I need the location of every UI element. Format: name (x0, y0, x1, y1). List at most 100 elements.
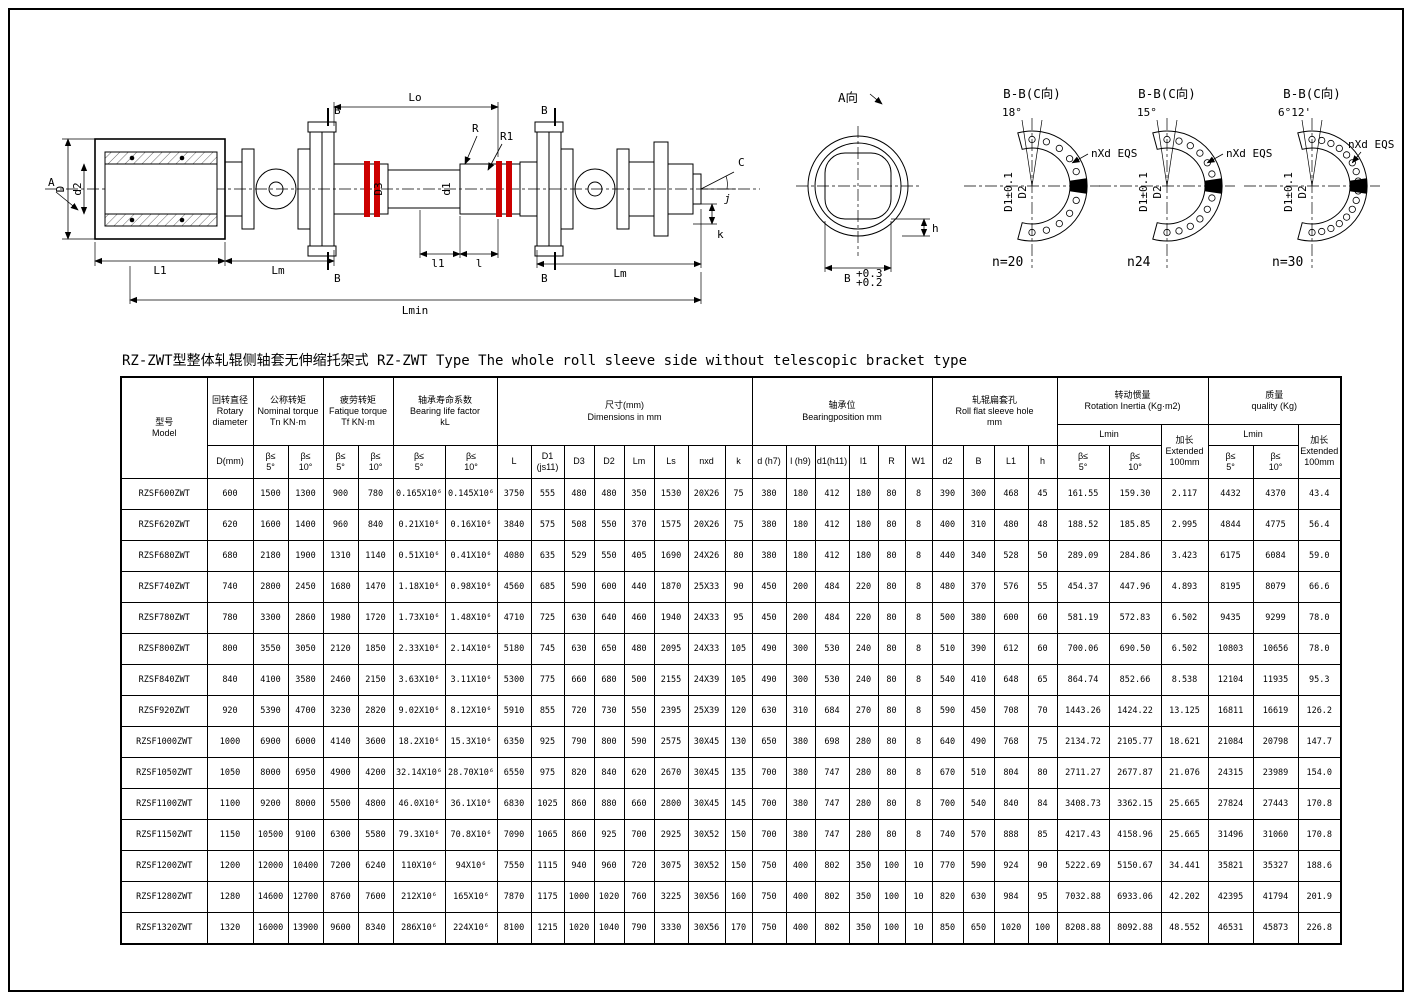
section-title: B-B(C向) (1003, 86, 1061, 101)
value-cell: 550 (593, 509, 625, 541)
value-cell: 10500 (252, 819, 289, 851)
value-cell: 925 (593, 819, 625, 851)
fatigue-torque-group-header: 疲劳转矩 Fatique torque Tf KN·m (322, 376, 394, 446)
col-header-R: R (877, 445, 906, 479)
value-cell: 4158.96 (1108, 819, 1162, 851)
value-cell: 220 (848, 571, 879, 603)
technical-drawing: A D d2 L1 Lm B B Lo R (45, 86, 1394, 317)
value-cell: 10803 (1207, 633, 1254, 665)
value-cell: 380 (785, 757, 816, 789)
value-cell: 925 (530, 726, 565, 758)
value-cell: 201.9 (1297, 881, 1342, 913)
value-cell: 630 (563, 633, 595, 665)
value-cell: 8 (904, 664, 933, 696)
value-cell: 440 (931, 540, 964, 572)
dim-D2: D2 (1151, 185, 1164, 198)
dim-B-flat: B (844, 272, 851, 285)
col-header-l1: l1 (848, 445, 879, 479)
value-cell: 447.96 (1108, 571, 1162, 603)
value-cell: 4217.43 (1056, 819, 1110, 851)
a-view-title: A向 (838, 90, 858, 105)
value-cell: 23989 (1252, 757, 1299, 789)
bolt-hole (1066, 209, 1074, 217)
value-cell: 370 (623, 509, 655, 541)
value-cell: 180 (785, 540, 816, 572)
col-header-W1: W1 (904, 445, 933, 479)
value-cell: 25X39 (687, 695, 726, 727)
value-cell: 6000 (287, 726, 324, 758)
value-cell: 59.0 (1297, 540, 1342, 572)
value-cell: 18.621 (1160, 726, 1209, 758)
value-cell: 30X52 (687, 819, 726, 851)
value-cell: 780 (357, 478, 394, 510)
value-cell: 4700 (287, 695, 324, 727)
value-cell: 6350 (496, 726, 532, 758)
value-cell: 27443 (1252, 788, 1299, 820)
value-cell: 226.8 (1297, 912, 1342, 945)
col-header-Lm: Lm (623, 445, 655, 479)
value-cell: 6084 (1252, 540, 1299, 572)
col-header-beta5-nominal: β≤ 5° (252, 445, 289, 479)
value-cell: 570 (962, 819, 995, 851)
value-cell: 700 (751, 757, 787, 789)
value-cell: 400 (785, 850, 816, 882)
value-cell: 75 (724, 478, 753, 510)
value-cell: 1940 (653, 602, 689, 634)
hole-count: n24 (1127, 255, 1151, 270)
value-cell: 18.2X10⁶ (392, 726, 446, 758)
value-cell: 510 (962, 757, 995, 789)
value-cell: 147.7 (1297, 726, 1342, 758)
value-cell: 1000 (563, 881, 595, 913)
value-cell: 60 (1027, 633, 1058, 665)
value-cell: 90 (1027, 850, 1058, 882)
value-cell: 284.86 (1108, 540, 1162, 572)
value-cell: 8.538 (1160, 664, 1209, 696)
value-cell: 20798 (1252, 726, 1299, 758)
value-cell: 747 (814, 788, 850, 820)
value-cell: 145 (724, 788, 753, 820)
value-cell: 8 (904, 478, 933, 510)
value-cell: 165X10⁶ (444, 881, 498, 913)
value-cell: 32.14X10⁶ (392, 757, 446, 789)
value-cell: 10 (904, 850, 933, 882)
value-cell: 454.37 (1056, 571, 1110, 603)
value-cell: 5580 (357, 819, 394, 851)
value-cell: 154.0 (1297, 757, 1342, 789)
value-cell: 10 (904, 881, 933, 913)
value-cell: 700 (751, 788, 787, 820)
value-cell: 650 (593, 633, 625, 665)
bolt-hole (1318, 227, 1326, 236)
value-cell: 840 (206, 664, 254, 696)
value-cell: 480 (931, 571, 964, 603)
value-cell: 1600 (252, 509, 289, 541)
bolt-hole (1335, 220, 1343, 228)
value-cell: 0.41X10⁶ (444, 540, 498, 572)
value-cell: 690.50 (1108, 633, 1162, 665)
model-cell: RZSF840ZWT (120, 664, 208, 696)
value-cell: 80 (877, 726, 906, 758)
value-cell: 900 (322, 478, 359, 510)
value-cell: 48 (1027, 509, 1058, 541)
model-cell: RZSF1280ZWT (120, 881, 208, 913)
value-cell: 300 (785, 633, 816, 665)
col-header-Ls: Ls (653, 445, 689, 479)
dim-L1: L1 (153, 264, 166, 277)
bolt-hole (1327, 139, 1335, 148)
angle-symbol: j (724, 192, 731, 205)
value-cell: 150 (724, 850, 753, 882)
value-cell: 80 (877, 602, 906, 634)
value-cell: 2460 (322, 664, 359, 696)
value-cell: 590 (962, 850, 995, 882)
value-cell: 490 (962, 726, 995, 758)
value-cell: 126.2 (1297, 695, 1342, 727)
dim-Lm-left: Lm (271, 264, 285, 277)
value-cell: 1980 (322, 602, 359, 634)
value-cell: 3.423 (1160, 540, 1209, 572)
value-cell: 8340 (357, 912, 394, 945)
section-mark-B: B (541, 272, 548, 285)
value-cell: 2.995 (1160, 509, 1209, 541)
value-cell: 572.83 (1108, 602, 1162, 634)
value-cell: 6900 (252, 726, 289, 758)
value-cell: 484 (814, 602, 850, 634)
